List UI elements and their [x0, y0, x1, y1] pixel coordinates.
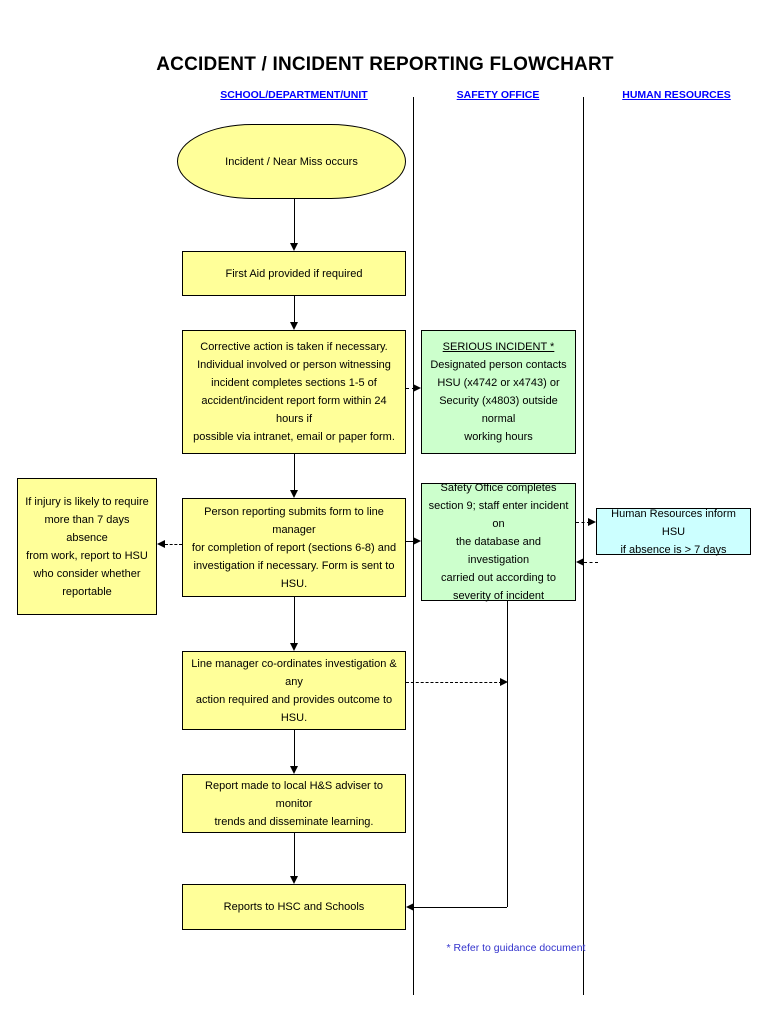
node-reports-to-hsc-and-schools[interactable]: Reports to HSC and Schools — [182, 884, 406, 930]
lane-divider-school-safety — [413, 97, 414, 995]
node-text-line: Incident / Near Miss occurs — [225, 155, 358, 168]
connector-line-manager-to-safety-column — [406, 682, 502, 683]
node-text-line: HSU (x4742 or x4743) or — [437, 377, 560, 389]
node-text-line: for completion of report (sections 6-8) … — [191, 541, 397, 554]
connector-corrective-to-submits-form — [294, 454, 295, 490]
connector-submits-form-to-injury-7days — [165, 544, 182, 545]
page-title: ACCIDENT / INCIDENT REPORTING FLOWCHART — [156, 54, 614, 75]
node-text-line: Safety Office completes — [440, 482, 557, 494]
lane-heading-human-resources: HUMAN RESOURCES — [622, 89, 731, 101]
node-text-line: HSU. — [280, 577, 308, 590]
connector-safety-office-to-reports-hsc — [414, 907, 507, 908]
node-text-line: investigation if necessary. Form is sent… — [193, 559, 395, 572]
lane-heading-safety: SAFETY OFFICE — [456, 89, 540, 101]
arrowhead-incident-to-first-aid — [290, 243, 298, 251]
node-text-line: the database and investigation — [455, 536, 542, 566]
node-serious-incident[interactable]: SERIOUS INCIDENT * Designated person con… — [421, 330, 576, 454]
node-text-line: possible via intranet, email or paper fo… — [193, 431, 395, 443]
connector-submits-form-to-safety-office — [406, 541, 415, 542]
node-text-line: incident completes sections 1-5 of — [211, 377, 377, 389]
node-first-aid[interactable]: First Aid provided if required — [182, 251, 406, 296]
node-text-line: Corrective action is taken if necessary. — [200, 341, 388, 353]
node-text-line: Person reporting submits form to line ma… — [204, 505, 384, 536]
node-person-reporting-submits-form[interactable]: Person reporting submits form to line ma… — [182, 498, 406, 597]
node-text-line: from work, report to HSU — [26, 549, 148, 562]
node-human-resources-inform-hsu[interactable]: Human Resources inform HSU if absence is… — [596, 507, 751, 556]
node-report-to-hs-adviser[interactable]: Report made to local H&S adviser to moni… — [182, 774, 406, 833]
connector-safety-office-to-hr — [576, 522, 590, 523]
node-text-line: working hours — [464, 431, 533, 443]
arrowhead-corrective-to-submits-form — [290, 490, 298, 498]
arrowhead-corrective-to-serious — [413, 384, 421, 392]
node-text-line: carried out according to — [441, 572, 556, 584]
node-text-line: trends and disseminate learning. — [214, 815, 374, 828]
node-text-line: who consider whether — [33, 567, 141, 580]
connector-first-aid-to-corrective — [294, 296, 295, 322]
connector-incident-to-first-aid — [294, 199, 295, 243]
arrowhead-submits-form-to-line-manager — [290, 643, 298, 651]
node-text-line: accident/incident report form within 24 … — [201, 395, 387, 425]
node-text-line: Reports to HSC and Schools — [223, 901, 365, 913]
node-line-manager-coordinates[interactable]: Line manager co-ordinates investigation … — [182, 651, 406, 730]
node-text-line: section 9; staff enter incident on — [428, 500, 569, 530]
connector-hs-adviser-to-reports-hsc — [294, 833, 295, 876]
node-text-line: reportable — [62, 585, 112, 598]
arrowhead-line-manager-to-hs-adviser — [290, 766, 298, 774]
connector-submits-form-to-line-manager — [294, 597, 295, 643]
node-safety-office-completes[interactable]: Safety Office completes section 9; staff… — [421, 482, 576, 602]
lane-divider-safety-hr — [583, 97, 584, 995]
node-injury-seven-days[interactable]: If injury is likely to require more than… — [17, 478, 157, 615]
node-text-line: action required and provides outcome to … — [195, 693, 393, 724]
node-incident-near-miss[interactable]: Incident / Near Miss occurs — [177, 124, 406, 199]
node-text-line: Individual involved or person witnessing — [197, 359, 391, 371]
arrowhead-line-manager-to-safety-column — [500, 678, 508, 686]
connector-safety-office-down — [507, 601, 508, 907]
lane-heading-school: SCHOOL/DEPARTMENT/UNIT — [220, 89, 368, 101]
node-text-line: If injury is likely to require — [25, 495, 149, 508]
node-text-line: Line manager co-ordinates investigation … — [191, 657, 397, 688]
node-corrective-action[interactable]: Corrective action is taken if necessary.… — [182, 330, 406, 454]
node-text-line: if absence is > 7 days — [620, 543, 727, 556]
node-text-line: Report made to local H&S adviser to moni… — [205, 779, 383, 810]
arrowhead-safety-office-to-reports-hsc — [406, 903, 414, 911]
arrowhead-safety-office-to-hr — [588, 518, 596, 526]
arrowhead-hs-adviser-to-reports-hsc — [290, 876, 298, 884]
arrowhead-hr-to-safety-office — [576, 558, 584, 566]
node-text-line: Human Resources inform HSU — [611, 507, 736, 538]
node-text-line: severity of incident — [452, 590, 545, 602]
connector-corrective-to-serious-a — [406, 388, 415, 389]
node-text-line: First Aid provided if required — [225, 267, 363, 280]
connector-hr-to-safety-office — [584, 562, 598, 563]
node-heading: SERIOUS INCIDENT * — [442, 341, 555, 353]
node-text-line: Designated person contacts — [430, 359, 567, 371]
node-text-line: Security (x4803) outside normal — [439, 395, 558, 425]
connector-line-manager-to-hs-adviser — [294, 730, 295, 766]
footnote-refer-to-guidance: * Refer to guidance document — [446, 942, 586, 954]
arrowhead-first-aid-to-corrective — [290, 322, 298, 330]
arrowhead-submits-form-to-injury-7days — [157, 540, 165, 548]
node-text-line: more than 7 days absence — [44, 513, 130, 544]
arrowhead-submits-form-to-safety-office — [413, 537, 421, 545]
